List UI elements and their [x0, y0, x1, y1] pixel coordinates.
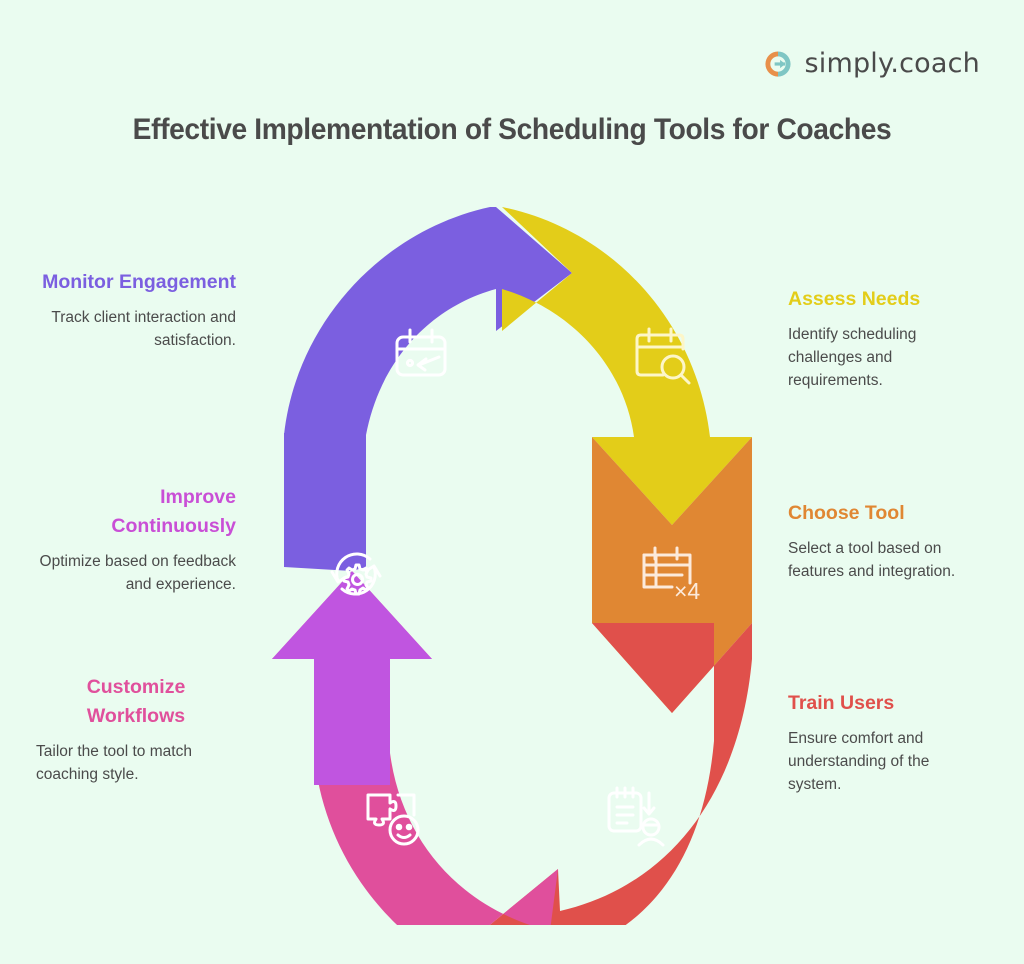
- step-heading-monitor-engagement: Monitor Engagement: [42, 271, 236, 293]
- calendar-compare-x4-icon: ×4: [642, 546, 700, 604]
- step-body-customize-workflows: Tailor the tool to match coaching style.: [36, 742, 192, 783]
- page-title: Effective Implementation of Scheduling T…: [132, 113, 892, 146]
- step-text-choose-tool: Choose Tool Select a tool based on featu…: [788, 499, 988, 583]
- segment-red: [489, 623, 752, 925]
- brand-name: simply.coach: [804, 48, 980, 79]
- step-heading-train-users: Train Users: [788, 692, 895, 714]
- step-text-improve-continuously: Improve Continuously Optimize based on f…: [36, 483, 236, 596]
- step-heading-customize-workflows: Customize Workflows: [86, 676, 186, 727]
- step-heading-improve-continuously: Improve Continuously: [111, 486, 236, 537]
- step-body-assess-needs: Identify scheduling challenges and requi…: [788, 325, 917, 390]
- choose-tool-icon-label: ×4: [674, 578, 700, 604]
- step-heading-assess-needs: Assess Needs: [788, 288, 921, 310]
- step-text-train-users: Train Users Ensure comfort and understan…: [788, 689, 988, 797]
- segment-yellow: [502, 207, 752, 525]
- circular-arrow-logo-icon: [764, 50, 791, 77]
- cycle-shape-final: [252, 185, 772, 925]
- step-text-customize-workflows: Customize Workflows Tailor the tool to m…: [36, 673, 236, 786]
- step-body-improve-continuously: Optimize based on feedback and experienc…: [39, 552, 236, 593]
- step-body-train-users: Ensure comfort and understanding of the …: [788, 729, 930, 794]
- calendar-arrow-icon: [395, 328, 447, 377]
- calendar-search-icon: [635, 327, 691, 385]
- step-body-monitor-engagement: Track client interaction and satisfactio…: [51, 308, 236, 350]
- brand-logo: simply.coach: [763, 48, 981, 79]
- puzzle-smiley-icon: [366, 793, 420, 846]
- step-heading-choose-tool: Choose Tool: [788, 502, 905, 524]
- step-body-choose-tool: Select a tool based on features and inte…: [788, 539, 956, 581]
- segment-magenta: [272, 571, 432, 785]
- refresh-gear-icon: [330, 552, 382, 596]
- segment-purple-column: [284, 433, 366, 571]
- cycle-diagram: ×4: [252, 185, 772, 925]
- step-text-assess-needs: Assess Needs Identify scheduling challen…: [788, 285, 988, 393]
- notepad-to-person-icon: [607, 786, 665, 847]
- step-text-monitor-engagement: Monitor Engagement Track client interact…: [36, 268, 236, 352]
